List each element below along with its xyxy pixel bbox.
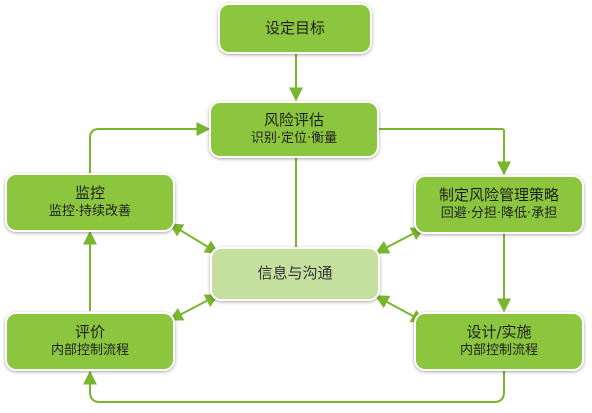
arrow-implementation-to-evaluation: [83, 370, 505, 403]
node-communication: 信息与沟通: [210, 247, 380, 301]
node-communication-title: 信息与沟通: [257, 264, 333, 283]
node-evaluation-subtitle: 内部控制流程: [50, 342, 129, 358]
node-risk-assessment-subtitle: 识别·定位·衡量: [250, 130, 338, 146]
node-risk-assessment-title: 风险评估: [263, 111, 324, 130]
node-implementation-title: 设计/实施: [466, 323, 532, 342]
arrow-monitoring-to-assessment: [89, 122, 211, 174]
node-implementation: 设计/实施 内部控制流程: [414, 312, 584, 371]
node-implementation-subtitle: 内部控制流程: [459, 342, 538, 358]
node-risk-assessment: 风险评估 识别·定位·衡量: [209, 101, 379, 158]
node-monitoring-title: 监控: [74, 184, 105, 203]
node-strategy: 制定风险管理策略 回避·分担·降低·承担: [414, 175, 584, 234]
node-set-goal: 设定目标: [218, 3, 372, 54]
node-strategy-subtitle: 回避·分担·降低·承担: [440, 205, 558, 221]
arrow-strategy-communication: [374, 227, 426, 254]
node-monitoring-subtitle: 监控·持续改善: [48, 203, 132, 219]
arrow-monitoring-communication: [168, 223, 220, 254]
node-set-goal-title: 设定目标: [264, 18, 325, 37]
node-monitoring: 监控 监控·持续改善: [5, 173, 175, 232]
node-evaluation: 评价 内部控制流程: [5, 312, 175, 371]
arrow-evaluation-communication: [168, 294, 220, 321]
node-evaluation-title: 评价: [74, 323, 105, 342]
node-strategy-title: 制定风险管理策略: [438, 186, 559, 205]
arrow-assessment-to-strategy: [378, 128, 511, 176]
